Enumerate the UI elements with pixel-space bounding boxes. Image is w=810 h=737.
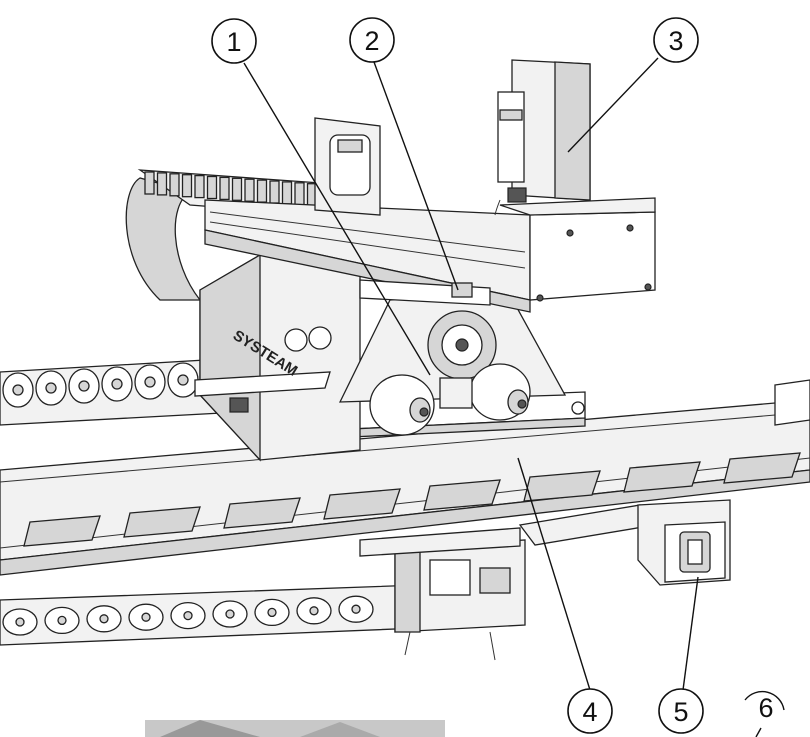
callout-1: 1 <box>211 18 257 64</box>
callout-label: 4 <box>582 697 597 727</box>
leader-2 <box>373 61 459 291</box>
chain-link-pin <box>99 614 109 624</box>
leader-3 <box>567 57 659 153</box>
leader-5 <box>682 576 699 691</box>
chain-link <box>219 176 230 201</box>
callout-label: 5 <box>673 697 688 727</box>
chain-link <box>244 178 255 202</box>
chain-link <box>156 172 168 196</box>
chain-link <box>144 171 155 195</box>
leader-1 <box>243 62 431 376</box>
chain-link-pin <box>45 382 57 394</box>
beam-slot <box>623 461 701 493</box>
chain-link <box>231 177 243 201</box>
servo-motor <box>494 59 591 216</box>
callout-label: 6 <box>758 693 773 723</box>
lower-cable-chain <box>0 584 421 646</box>
side-housing: SYSTEAM <box>194 253 361 462</box>
chain-link <box>294 182 305 206</box>
callout-5: 5 <box>658 688 704 734</box>
callout-6: 6 <box>744 690 785 723</box>
chain-link-pin <box>12 384 24 396</box>
beam-slot <box>23 515 101 547</box>
drive-gear <box>427 310 497 380</box>
chain-link-pin <box>141 612 151 622</box>
chain-link-pin <box>267 607 277 618</box>
chain-link-pin <box>177 374 189 386</box>
leader-6 <box>755 727 762 737</box>
callout-label: 3 <box>668 26 683 56</box>
lower-fragment <box>145 720 445 737</box>
beam-slot <box>723 452 801 484</box>
beam-slot <box>523 470 601 502</box>
callout-label: 1 <box>226 27 241 57</box>
chain-link <box>194 174 205 199</box>
left-roller <box>369 374 435 436</box>
right-roller <box>469 363 531 421</box>
chain-link-pin <box>57 615 67 626</box>
callout-3: 3 <box>653 17 699 63</box>
chain-link-pin <box>78 380 90 392</box>
beam-slot <box>323 488 401 520</box>
beam-slot <box>123 506 201 538</box>
chain-link <box>269 180 280 204</box>
chain-link-pin <box>15 617 25 627</box>
beam-slot <box>423 479 501 511</box>
chain-link-pin <box>351 604 361 614</box>
beam-slot <box>223 497 301 529</box>
chain-link <box>169 173 180 197</box>
chain-link-pin <box>144 376 156 388</box>
chain-link <box>281 181 293 205</box>
chain-link <box>206 175 218 200</box>
callout-2: 2 <box>349 17 395 63</box>
tool-head <box>359 527 526 661</box>
chain-link <box>256 179 268 203</box>
camera-block <box>314 117 381 216</box>
chain-link-pin <box>225 609 235 619</box>
chain-link-pin <box>309 606 319 616</box>
right-bracket <box>637 499 731 586</box>
chain-link-pin <box>183 610 193 621</box>
callout-label: 2 <box>364 26 379 56</box>
leader-lines <box>243 57 762 737</box>
leader-4 <box>517 457 591 691</box>
chain-link-pin <box>111 378 123 390</box>
callout-4: 4 <box>567 688 613 734</box>
chain-link <box>181 174 193 198</box>
